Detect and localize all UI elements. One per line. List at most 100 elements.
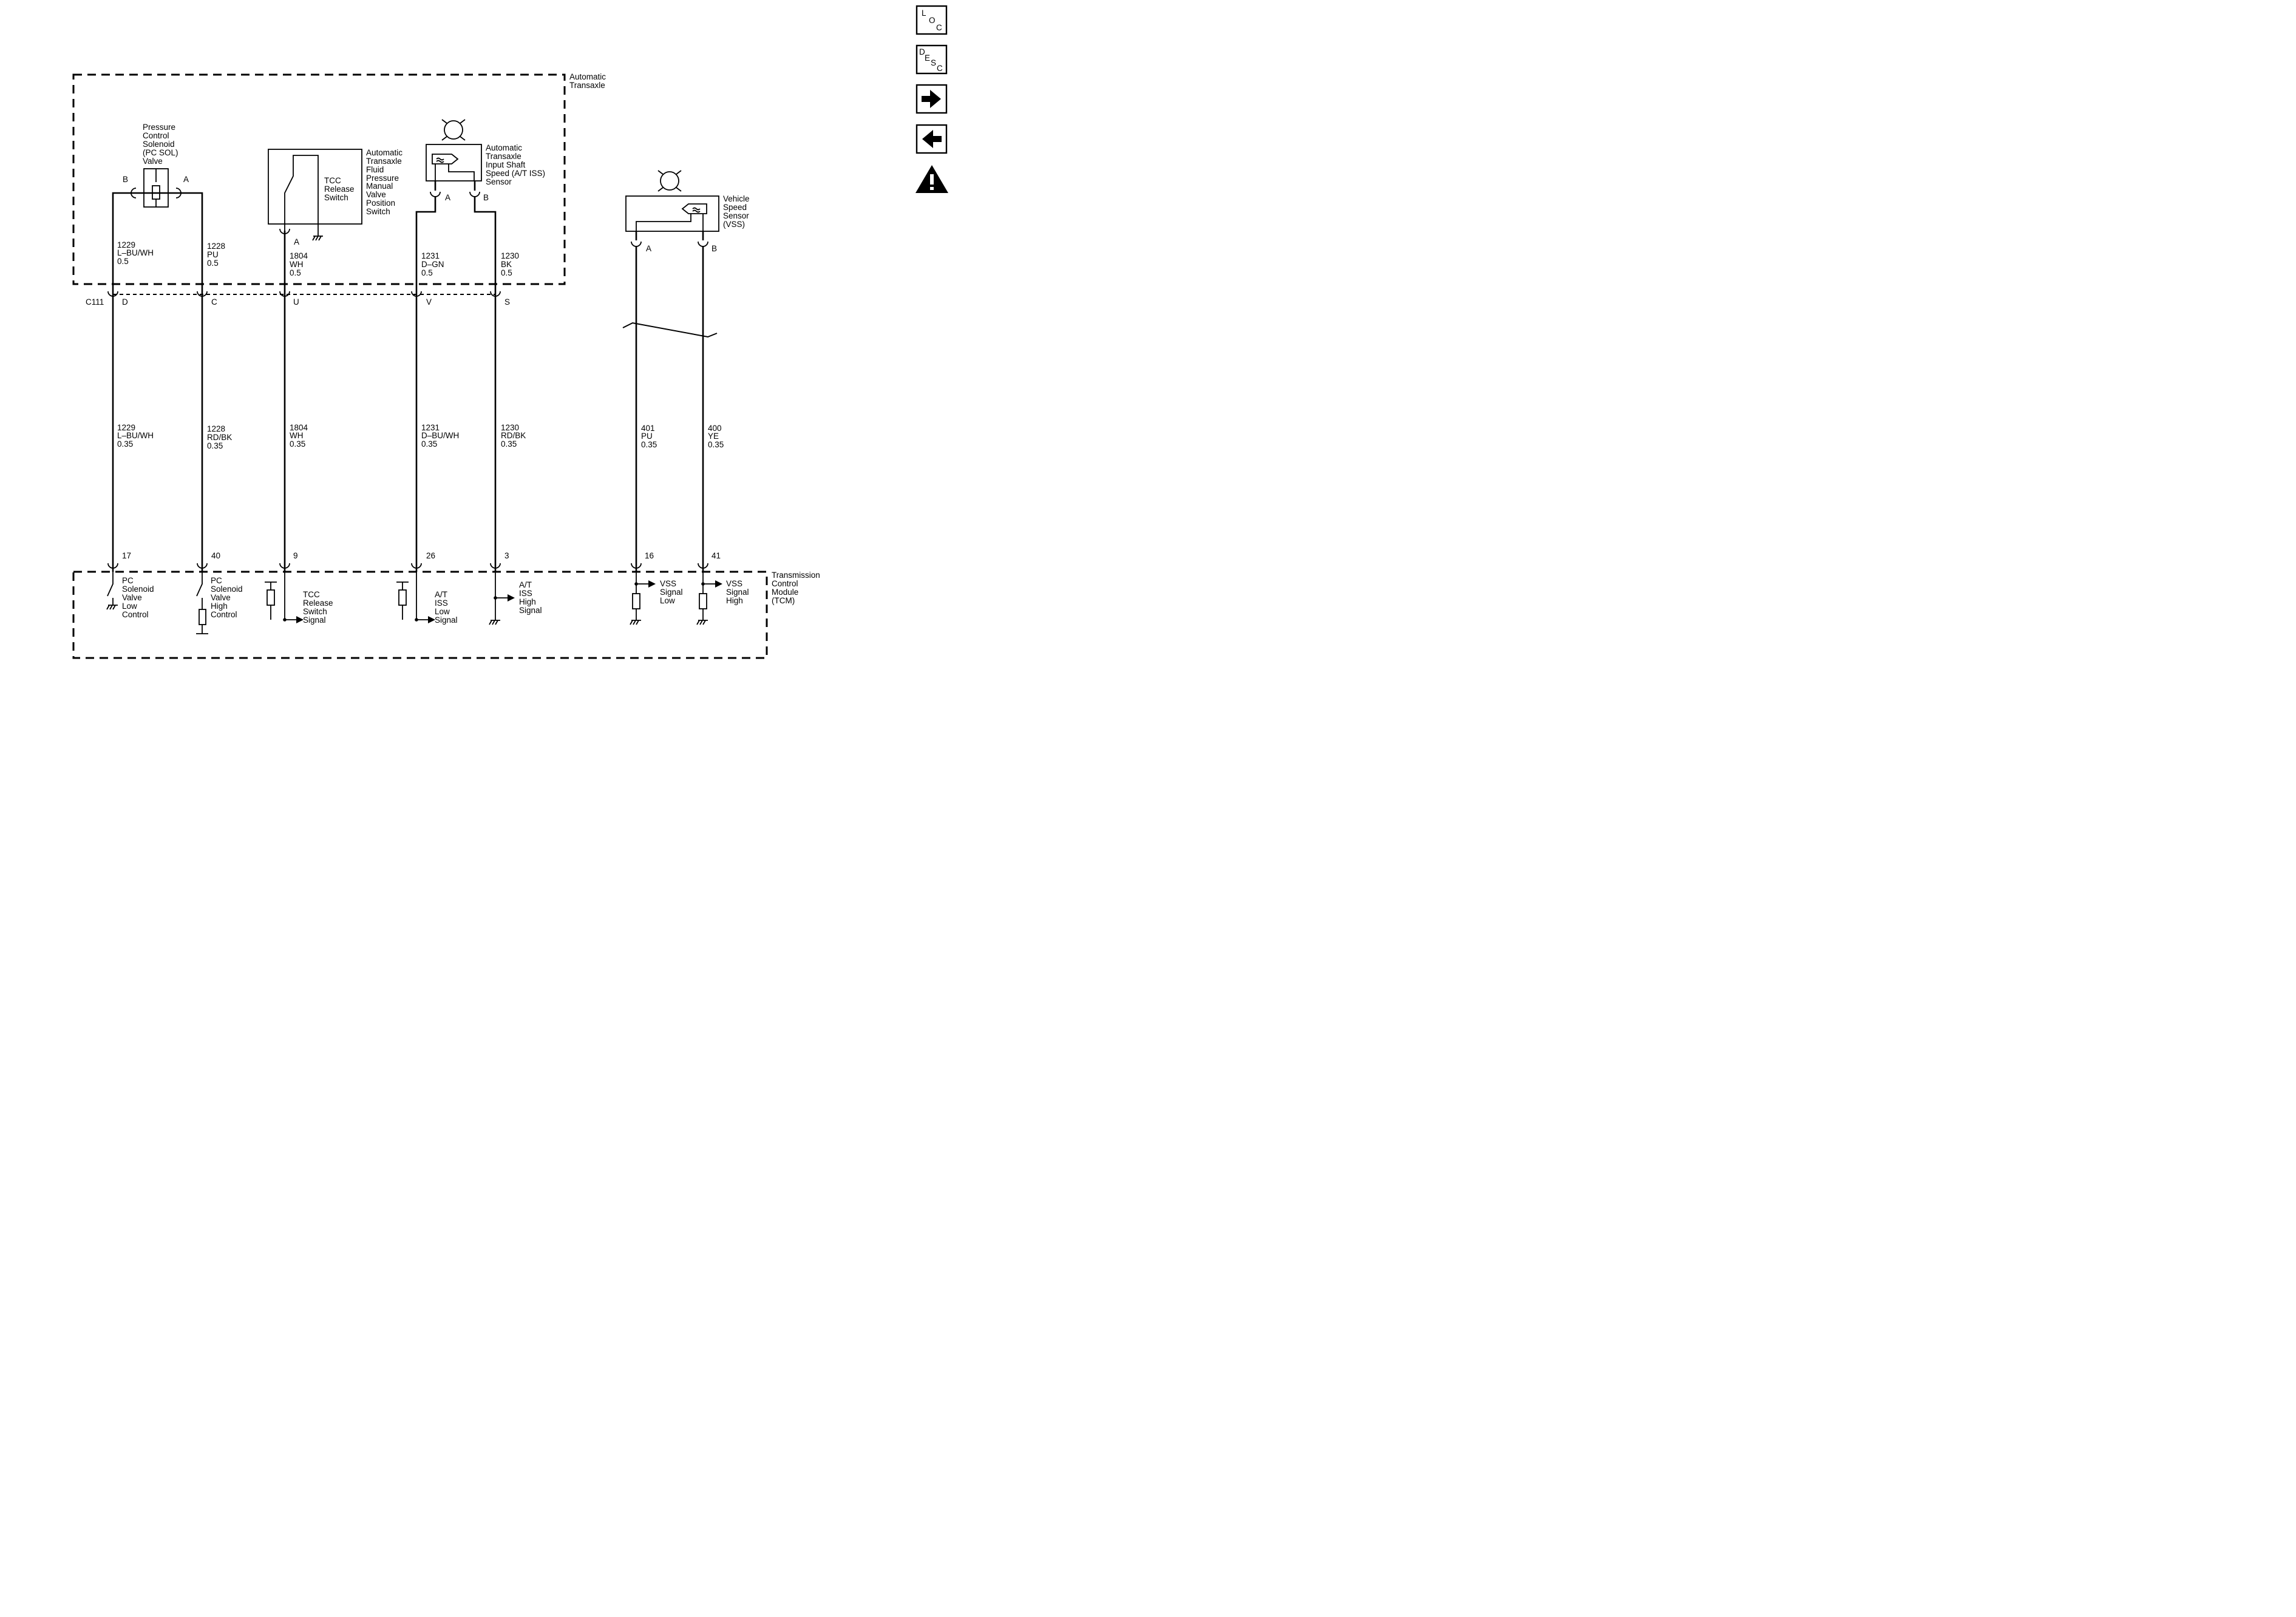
- pc-sol-pin-a: A: [183, 175, 189, 184]
- c111-pin-d: D: [122, 297, 128, 307]
- warning-button[interactable]: [915, 165, 948, 193]
- tcm-circuit-4-line-4: Signal: [435, 615, 458, 625]
- tcm-circuit-1-line-1: PC: [122, 576, 134, 585]
- wire-lower-2-size: 0.35: [207, 441, 223, 450]
- tcm-circuit-4-line-3: Low: [435, 607, 450, 616]
- tcm-circuit-5-line-2: ISS: [519, 589, 532, 598]
- c111-pin-u: U: [293, 297, 299, 307]
- wire-lower-5-size: 0.35: [501, 439, 517, 449]
- wire-lower-5-circuit: 1230: [501, 423, 519, 432]
- tcm-region: [72, 571, 768, 659]
- iss-label-4: Speed (A/T ISS): [486, 169, 545, 178]
- wire-upper-2-circuit: 1228: [207, 242, 225, 251]
- wire-lower-2-color: RD/BK: [207, 433, 232, 442]
- wire-lower-6-size: 0.35: [641, 440, 657, 449]
- tcm-circuit-2-line-5: Control: [211, 610, 237, 619]
- tcc-label-8: Switch: [366, 207, 390, 216]
- tcm-pin-16: 16: [645, 551, 654, 560]
- wire-upper-2-color: PU: [207, 250, 219, 259]
- wire-upper-5-size: 0.5: [501, 268, 512, 277]
- tcm-circuit-2-line-3: Valve: [211, 593, 231, 602]
- c111-label: C111: [86, 297, 104, 307]
- iss-pin-a: A: [445, 193, 450, 202]
- tcm-circuit-5-line-1: A/T: [519, 580, 532, 589]
- tcm-circuit-6-line-1: VSS: [660, 579, 676, 588]
- tcm-label-4: (TCM): [772, 596, 795, 605]
- tcm-circuit-2-line-4: High: [211, 602, 228, 611]
- tcm-label-2: Control: [772, 579, 798, 588]
- iss-label-2: Transaxle: [486, 152, 521, 161]
- pc-sol-label-2: Control: [143, 131, 169, 140]
- vss-pin-a: A: [646, 244, 651, 253]
- tcm-label-1: Transmission: [772, 571, 820, 580]
- tcc-label-4: Pressure: [366, 174, 399, 183]
- tcm-circuit-2-line-1: PC: [211, 576, 222, 585]
- tcm-circuit-1-line-3: Valve: [122, 593, 142, 602]
- tcc-label-3: Fluid: [366, 165, 384, 174]
- tcm-internal-circuits: [106, 572, 722, 634]
- transaxle-label-1: Automatic: [569, 72, 606, 81]
- vss-gear-icon: [660, 171, 679, 191]
- tcc-release-switch: [268, 149, 362, 285]
- wire-upper-4-circuit: 1231: [421, 251, 440, 260]
- wire-lower-6-circuit: 401: [641, 424, 655, 433]
- tcm-circuit-1-line-4: Low: [122, 602, 137, 611]
- loc-button[interactable]: L O C: [915, 5, 948, 35]
- arrow-left-icon: [922, 130, 942, 148]
- wire-lower-1-color: L–BU/WH: [117, 431, 154, 440]
- tcc-label-1: Automatic: [366, 148, 402, 157]
- tcc-label-6: Valve: [366, 190, 386, 199]
- iss-label-3: Input Shaft: [486, 160, 526, 169]
- wire-upper-1-size: 0.5: [117, 257, 129, 266]
- tcm-circuit-1-line-2: Solenoid: [122, 585, 154, 594]
- pc-sol-pin-b: B: [123, 175, 128, 184]
- vss-label-2: Speed: [723, 203, 747, 212]
- tcm-circuit-1-line-5: Control: [122, 610, 149, 619]
- vss-wire-break: [622, 322, 718, 338]
- wire-lower-7-color: YE: [708, 432, 719, 441]
- next-button[interactable]: [915, 84, 948, 114]
- wire-lower-1-size: 0.35: [117, 439, 133, 449]
- wiring-diagram: L O C D E S C Automatic Transaxle Transm…: [72, 5, 948, 659]
- tcm-circuit-3-line-1: TCC: [303, 590, 320, 599]
- wire-upper-5-circuit: 1230: [501, 251, 519, 260]
- tcm-circuit-4-line-1: A/T: [435, 590, 447, 599]
- wire-lower-4-circuit: 1231: [421, 423, 440, 432]
- vss-label-3: Sensor: [723, 211, 749, 220]
- wire-lower-5-color: RD/BK: [501, 431, 526, 440]
- iss-sensor: [415, 119, 497, 285]
- wire-upper-1-circuit: 1229: [117, 240, 135, 249]
- wire-lower-2-circuit: 1228: [207, 424, 225, 433]
- transaxle-label-2: Transaxle: [569, 81, 605, 90]
- pc-sol-label-4: (PC SOL): [143, 148, 178, 157]
- warning-icon-mark: [930, 174, 934, 185]
- tcm-circuit-5-line-3: High: [519, 597, 536, 606]
- desc-button[interactable]: D E S C: [915, 44, 948, 75]
- desc-letter-d: D: [919, 47, 925, 56]
- wire-lower-4-size: 0.35: [421, 439, 437, 449]
- wire-upper-4-size: 0.5: [421, 268, 433, 277]
- tcm-pin-3: 3: [504, 551, 509, 560]
- tcc-label-7: Position: [366, 198, 395, 208]
- desc-letter-c: C: [937, 64, 943, 73]
- pc-solenoid: [112, 168, 203, 285]
- wire-lower-3-circuit: 1804: [290, 423, 308, 432]
- loc-letter-l: L: [922, 8, 926, 18]
- prev-button[interactable]: [915, 124, 948, 154]
- wire-upper-5-color: BK: [501, 260, 512, 269]
- tcm-pin-41: 41: [712, 551, 721, 560]
- tcm-pin-40: 40: [211, 551, 220, 560]
- wire-lower-4-color: D–BU/WH: [421, 431, 459, 440]
- wire-upper-3-circuit: 1804: [290, 251, 308, 260]
- wire-runs: [107, 246, 708, 572]
- tcc-inner-2: Release: [324, 185, 355, 194]
- wire-lower-1-circuit: 1229: [117, 423, 135, 432]
- wire-lower-3-color: WH: [290, 431, 304, 440]
- loc-letter-o: O: [929, 16, 936, 25]
- wire-upper-4-color: D–GN: [421, 260, 444, 269]
- tcm-circuit-7-line-3: High: [726, 596, 743, 605]
- tcc-label-2: Transaxle: [366, 157, 402, 166]
- warning-icon-dot: [930, 187, 934, 190]
- pc-sol-label-1: Pressure: [143, 123, 175, 132]
- wire-upper-1-color: L–BU/WH: [117, 248, 154, 257]
